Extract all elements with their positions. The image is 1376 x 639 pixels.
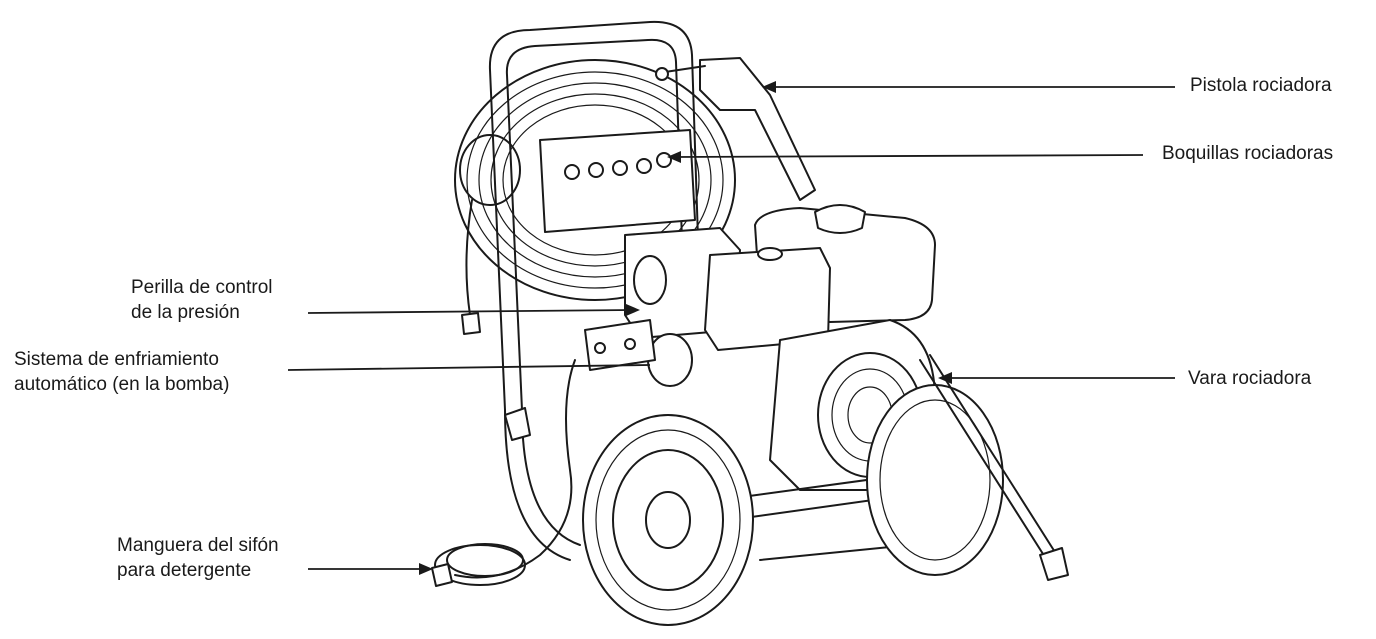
label-spray-wand: Vara rociadora xyxy=(1188,366,1311,391)
label-cooling-system: Sistema de enfriamiento automático (en l… xyxy=(14,347,229,397)
right-wheel xyxy=(867,385,1003,575)
label-spray-gun: Pistola rociadora xyxy=(1190,73,1332,98)
label-siphon-hose: Manguera del sifón para detergente xyxy=(117,533,279,583)
label-pressure-knob: Perilla de control de la presión xyxy=(131,275,273,325)
pump xyxy=(585,320,655,370)
left-wheel xyxy=(583,415,753,625)
nozzle-holder xyxy=(540,130,695,232)
label-spray-nozzles: Boquillas rociadoras xyxy=(1162,141,1333,166)
